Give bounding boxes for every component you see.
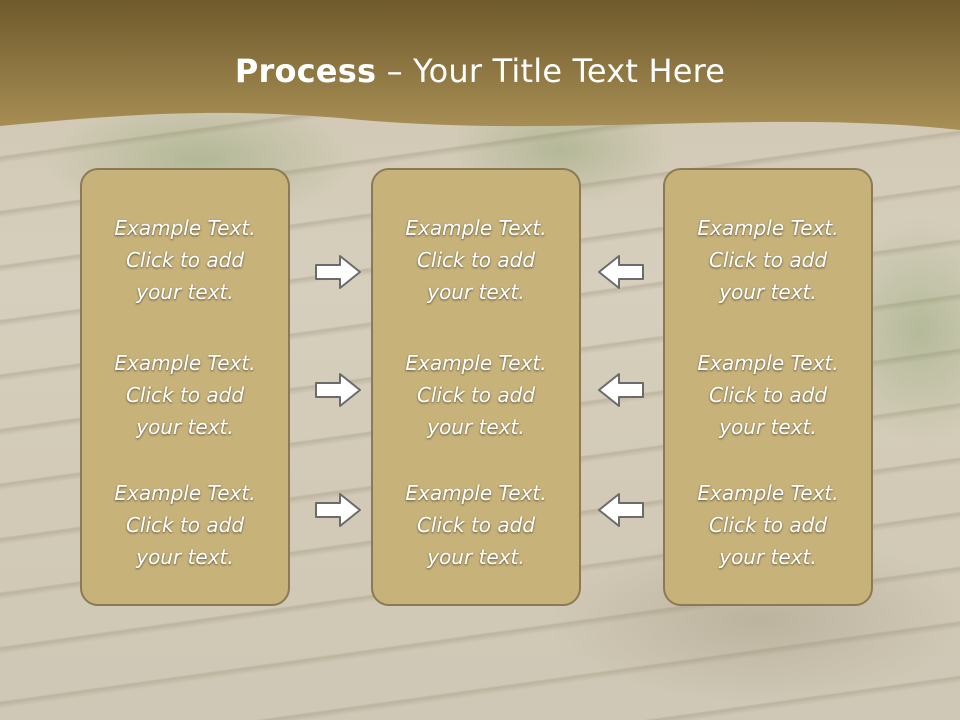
text-placeholder[interactable]: Example Text. Click to add your text.	[665, 347, 871, 443]
text-line: your text.	[136, 545, 234, 569]
left-arrow-icon	[598, 255, 644, 289]
text-line: your text.	[427, 280, 525, 304]
text-line: Example Text.	[114, 216, 256, 240]
text-line: Example Text.	[114, 351, 256, 375]
text-line: Click to add	[708, 383, 828, 407]
text-placeholder[interactable]: Example Text. Click to add your text.	[665, 477, 871, 573]
text-line: Example Text.	[697, 351, 839, 375]
text-placeholder[interactable]: Example Text. Click to add your text.	[82, 212, 288, 308]
text-line: Example Text.	[405, 216, 547, 240]
text-line: Click to add	[416, 383, 536, 407]
text-placeholder[interactable]: Example Text. Click to add your text.	[373, 347, 579, 443]
text-placeholder[interactable]: Example Text. Click to add your text.	[82, 477, 288, 573]
text-line: your text.	[136, 280, 234, 304]
text-line: Click to add	[416, 513, 536, 537]
process-column-2: Example Text. Click to add your text. Ex…	[371, 168, 581, 606]
text-line: Click to add	[416, 248, 536, 272]
right-arrow-icon	[315, 255, 361, 289]
slide-title[interactable]: Process – Your Title Text Here	[0, 52, 960, 90]
text-line: your text.	[427, 545, 525, 569]
text-line: your text.	[719, 545, 817, 569]
text-line: Click to add	[125, 383, 245, 407]
text-line: Example Text.	[114, 481, 256, 505]
text-line: your text.	[719, 280, 817, 304]
text-line: Click to add	[708, 248, 828, 272]
process-column-1: Example Text. Click to add your text. Ex…	[80, 168, 290, 606]
text-line: your text.	[136, 415, 234, 439]
text-placeholder[interactable]: Example Text. Click to add your text.	[665, 212, 871, 308]
text-placeholder[interactable]: Example Text. Click to add your text.	[373, 477, 579, 573]
text-placeholder[interactable]: Example Text. Click to add your text.	[82, 347, 288, 443]
text-line: your text.	[719, 415, 817, 439]
text-line: Click to add	[125, 248, 245, 272]
text-line: Example Text.	[697, 481, 839, 505]
right-arrow-icon	[315, 493, 361, 527]
text-placeholder[interactable]: Example Text. Click to add your text.	[373, 212, 579, 308]
title-bold: Process	[234, 52, 377, 90]
text-line: Click to add	[125, 513, 245, 537]
title-banner	[0, 0, 960, 140]
text-line: your text.	[427, 415, 525, 439]
right-arrow-icon	[315, 373, 361, 407]
title-rest: – Your Title Text Here	[376, 52, 726, 90]
text-line: Click to add	[708, 513, 828, 537]
text-line: Example Text.	[697, 216, 839, 240]
left-arrow-icon	[598, 373, 644, 407]
text-line: Example Text.	[405, 481, 547, 505]
left-arrow-icon	[598, 493, 644, 527]
process-column-3: Example Text. Click to add your text. Ex…	[663, 168, 873, 606]
text-line: Example Text.	[405, 351, 547, 375]
